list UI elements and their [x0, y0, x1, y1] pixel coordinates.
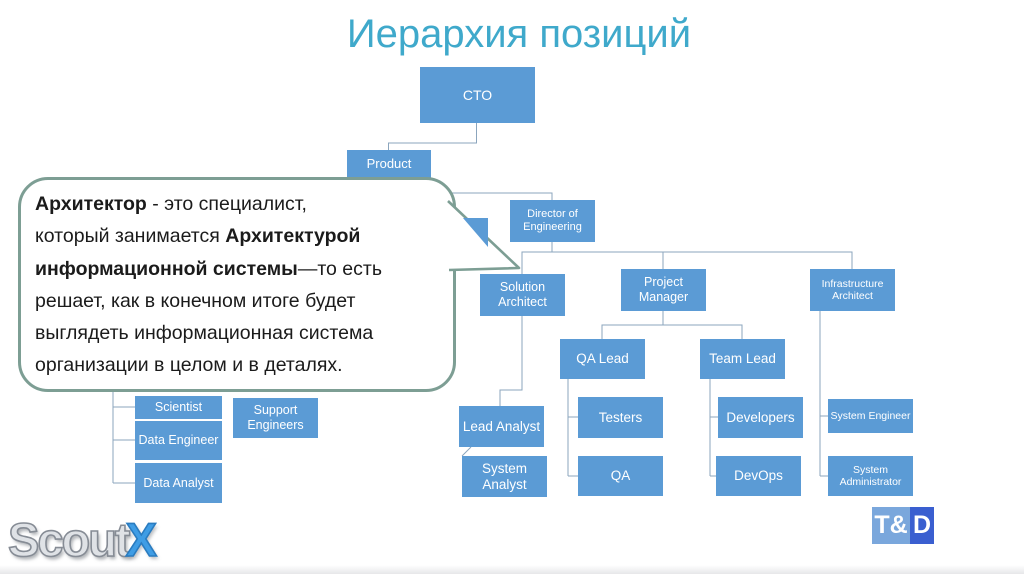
scoutx-logo: ScoutX — [7, 512, 158, 567]
callout-line: решает, как в конечном итоге будет — [35, 285, 447, 317]
td-logo: T& D — [872, 507, 934, 544]
callout-text-run: - это специалист, — [146, 193, 307, 215]
callout-text-run: который занимается — [35, 225, 226, 248]
org-node-director-engineering: Director of Engineering — [510, 200, 595, 242]
callout-line: организации в целом и в деталях. — [35, 349, 447, 381]
org-node-team-lead: Team Lead — [700, 339, 785, 379]
org-node-project-manager: Project Manager — [621, 269, 706, 311]
org-node-product: Product — [347, 150, 431, 178]
org-node-scientist: Scientist — [135, 396, 222, 419]
org-node-infrastructure-architect: Infrastructure Architect — [810, 269, 895, 311]
td-logo-right: D — [910, 507, 934, 544]
page-title: Иерархия позиций — [346, 12, 692, 56]
callout-text-run: информационной системы — [35, 257, 298, 280]
org-node-system-analyst: System Analyst — [462, 456, 547, 497]
callout-text-run: Архитектор — [35, 193, 147, 215]
callout-bubble: Архитектор - это специалист,который зани… — [18, 177, 456, 392]
callout-line: который занимается Архитектурой — [35, 220, 447, 252]
td-logo-left: T& — [872, 507, 910, 544]
bottom-gradient-strip — [0, 565, 1024, 574]
callout-text: Архитектор - это специалист,который зани… — [35, 188, 447, 382]
scoutx-logo-text: Scout — [7, 512, 131, 567]
org-node-support-engineers: Support Engineers — [233, 398, 318, 438]
callout-text-run: выглядеть информационная система — [35, 322, 374, 345]
org-node-cto: CTO — [420, 67, 535, 123]
org-node-data-analyst: Data Analyst — [135, 463, 222, 503]
callout-text-run: решает, как в конечном итоге будет — [35, 289, 356, 312]
org-node-devops: DevOps — [716, 456, 801, 496]
callout-line: информационной системы—то есть — [35, 253, 447, 285]
callout-text-run: организации в целом и в деталях. — [35, 354, 343, 377]
org-node-qa-lead: QA Lead — [560, 339, 645, 379]
org-node-solution-architect: Solution Architect — [480, 274, 565, 316]
callout-text-run: Архитектурой — [225, 225, 361, 248]
org-node-qa: QA — [578, 456, 663, 496]
callout-line: Архитектор - это специалист, — [35, 188, 447, 220]
callout-text-run: —то есть — [297, 257, 382, 280]
scoutx-logo-x: X — [125, 512, 158, 567]
callout-line: выглядеть информационная система — [35, 317, 447, 349]
org-node-system-engineer: System Engineer — [828, 399, 913, 433]
org-node-developers: Developers — [718, 397, 803, 438]
org-node-data-engineer: Data Engineer — [135, 421, 222, 460]
org-node-lead-analyst: Lead Analyst — [459, 406, 544, 447]
org-node-system-administrator: System Administrator — [828, 456, 913, 496]
org-node-testers: Testers — [578, 397, 663, 438]
